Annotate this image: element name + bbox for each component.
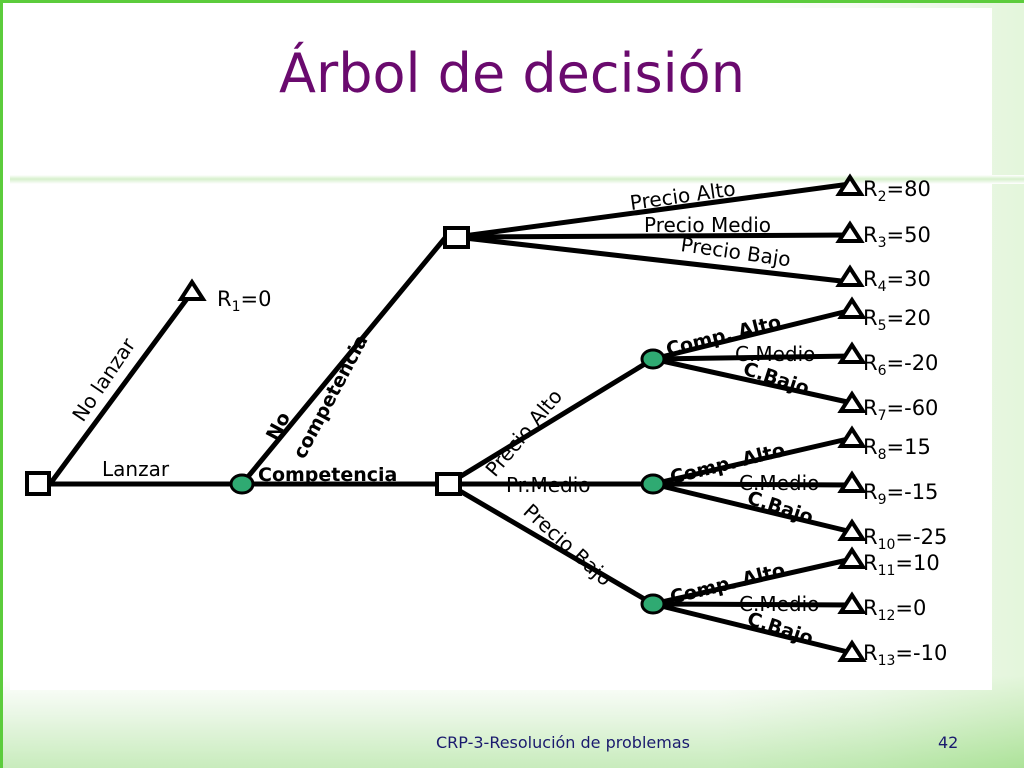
terminal-r11 — [837, 546, 867, 569]
frame-top-accent — [0, 0, 1024, 3]
result-label-r1: R1=0 — [217, 287, 271, 315]
edge-top-precio-bajo — [453, 234, 853, 285]
result-label-r7: R7=-60 — [863, 396, 938, 424]
label-top-precio-alto: Precio Alto — [628, 176, 737, 215]
result-label-r2: R2=80 — [863, 177, 931, 205]
no-competencia-decision-node — [443, 226, 470, 249]
slide-title: Árbol de decisión — [279, 42, 745, 105]
root-decision-node — [25, 471, 51, 496]
content-panel — [10, 8, 992, 690]
terminal-r2 — [835, 173, 865, 196]
label-competencia-word: competencia — [289, 331, 373, 462]
terminal-r4 — [835, 264, 865, 287]
terminal-r13 — [837, 639, 867, 662]
edge-c-comp-alto — [650, 556, 855, 607]
edge-b-comp-alto — [650, 435, 855, 487]
edge-no-competencia — [239, 235, 448, 487]
terminal-r7 — [837, 390, 867, 413]
page-number: 42 — [938, 733, 959, 752]
label-precio-bajo: Precio Bajo — [519, 499, 617, 591]
edge-b-c-bajo — [650, 481, 855, 535]
terminal-r8 — [837, 425, 867, 448]
label-pr-medio: Pr.Medio — [506, 473, 591, 497]
terminal-r12 — [837, 591, 867, 614]
terminal-r6 — [837, 341, 867, 364]
edge-precio-alto — [445, 356, 656, 487]
label-a-c-medio: C.Medio — [735, 342, 815, 366]
chance-node-precio-alto — [640, 348, 666, 370]
edge-c-c-bajo — [650, 601, 855, 656]
result-label-r5: R5=20 — [863, 306, 931, 334]
competencia-decision-node — [435, 472, 462, 496]
edge-precio-bajo — [445, 481, 656, 607]
title-divider — [10, 175, 1024, 184]
terminal-r9 — [837, 470, 867, 493]
frame-left-accent — [0, 0, 3, 768]
result-label-r9: R9=-15 — [863, 480, 938, 508]
result-label-r13: R13=-10 — [863, 641, 947, 669]
label-b-c-medio: C.Medio — [739, 471, 819, 495]
edge-top-precio-alto — [453, 181, 853, 240]
results-layer: R1=0 R2=80R3=50R4=30R5=20R6=-20R7=-60R8=1… — [217, 177, 947, 669]
chance-node-precio-bajo — [640, 593, 666, 615]
result-label-r12: R12=0 — [863, 596, 926, 624]
label-no: No — [262, 408, 295, 444]
terminal-r1 — [177, 278, 207, 301]
edge-no-lanzar — [47, 289, 195, 487]
result-label-r4: R4=30 — [863, 267, 931, 295]
edge-b-c-medio — [650, 481, 855, 488]
label-c-c-medio: C.Medio — [739, 592, 819, 616]
edge-top-precio-medio — [453, 232, 853, 240]
label-top-precio-medio: Precio Medio — [644, 213, 771, 237]
result-label-r3: R3=50 — [863, 223, 931, 251]
result-label-r11: R11=10 — [863, 551, 940, 579]
footer-title: CRP-3-Resolución de problemas — [436, 733, 690, 752]
edge-c-c-medio — [650, 601, 855, 608]
edge-a-c-medio — [650, 353, 855, 362]
result-label-r6: R6=-20 — [863, 351, 938, 379]
result-label-r10: R10=-25 — [863, 525, 947, 553]
label-precio-alto: Precio Alto — [480, 384, 567, 481]
terminal-r5 — [837, 296, 867, 319]
label-lanzar: Lanzar — [102, 457, 170, 481]
tree-edges — [35, 181, 855, 656]
competition-chance-node — [229, 473, 255, 495]
edge-a-comp-alto — [650, 307, 855, 362]
terminal-r3 — [835, 220, 865, 243]
chance-node-pr-medio — [640, 473, 666, 495]
result-label-r8: R8=15 — [863, 435, 931, 463]
edge-a-c-bajo — [650, 356, 855, 406]
label-competencia: Competencia — [258, 464, 397, 486]
terminal-r10 — [837, 518, 867, 541]
